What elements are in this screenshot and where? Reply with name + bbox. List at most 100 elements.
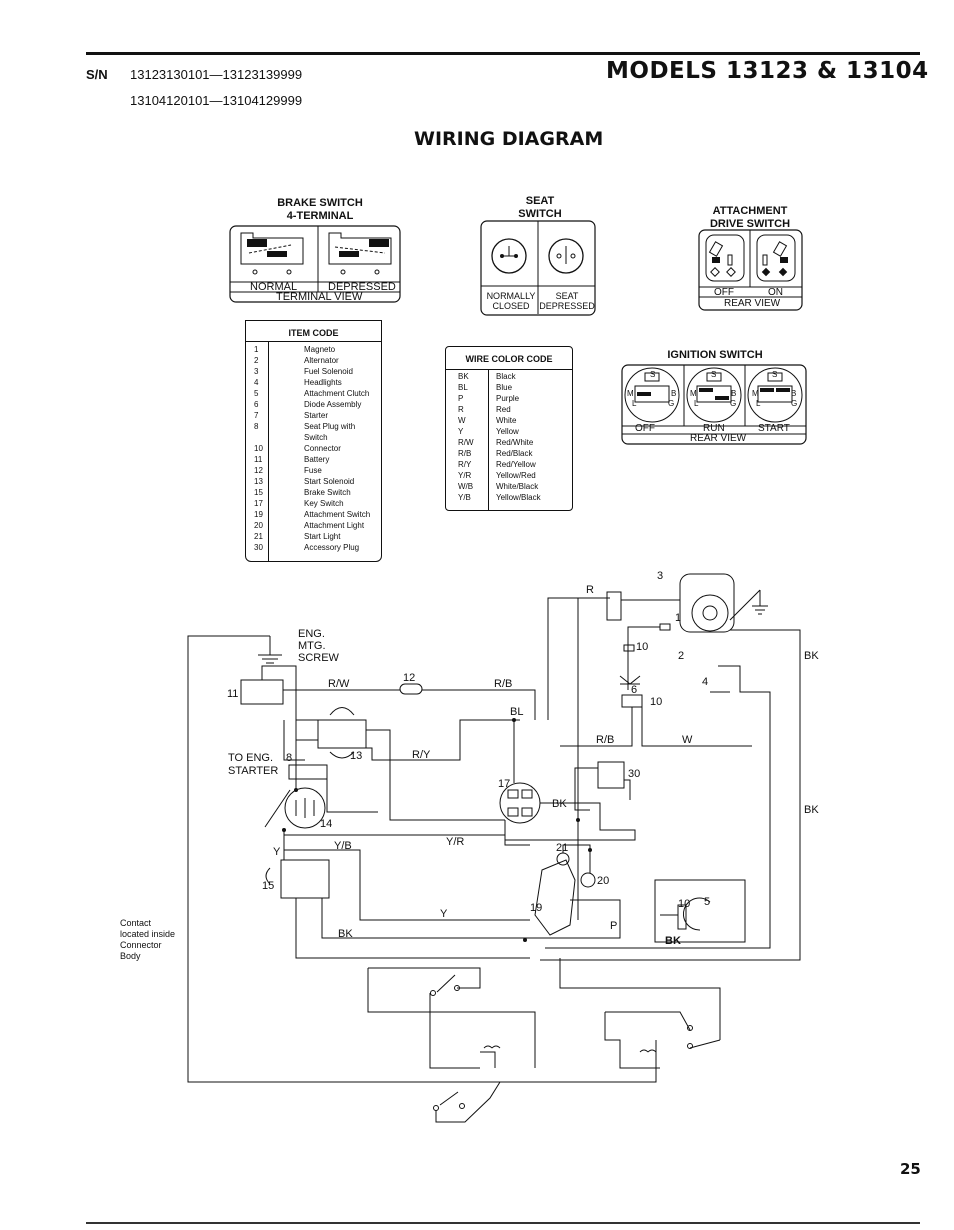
item-code-code: 3 — [254, 367, 259, 376]
ign-l-3: L — [756, 399, 761, 408]
seat-switch-symbol — [480, 220, 596, 316]
item-code-row: 12 Fuse — [250, 465, 381, 476]
ign-s-1: S — [650, 370, 656, 379]
item-code-code: 6 — [254, 400, 259, 409]
wire-color-name: Red/White — [496, 438, 534, 447]
wire-bk-bottom: BK — [338, 928, 353, 940]
ign-b-3: B — [791, 389, 797, 398]
item-10c: 10 — [678, 898, 691, 910]
item-code-name: Fuse — [304, 466, 322, 475]
item-code-code: 10 — [254, 444, 263, 453]
models-title: MODELS 13123 & 13104 — [606, 58, 929, 84]
brake-switch-symbol — [229, 225, 401, 303]
wire-r: R — [586, 584, 594, 596]
item-code-code: 4 — [254, 378, 259, 387]
item-3: 3 — [657, 570, 664, 582]
wire-color-code: W/B — [458, 482, 474, 491]
ignition-switch-symbol — [621, 364, 807, 445]
item-2: 2 — [678, 650, 685, 662]
wire-yr: Y/R — [446, 836, 465, 848]
ign-g-2: G — [730, 399, 737, 408]
item-code-name: Fuel Solenoid — [304, 367, 353, 376]
item-14: 14 — [320, 818, 333, 830]
wire-color-row: BL Blue — [454, 382, 545, 393]
ign-l-1: L — [632, 399, 637, 408]
wire-color-code: BL — [458, 383, 468, 392]
wire-p: P — [610, 920, 618, 932]
wire-rb-top: R/B — [494, 678, 513, 690]
wire-color-code: Y/B — [458, 493, 471, 502]
ign-run-label: RUN — [703, 423, 725, 434]
attachment-off-label: OFF — [714, 287, 734, 298]
wire-rw: R/W — [328, 678, 350, 690]
wire-color-name: Purple — [496, 394, 520, 403]
attachment-on-label: ON — [768, 287, 783, 298]
ign-g-1: G — [668, 399, 675, 408]
brake-depressed-label: DEPRESSED — [328, 281, 396, 293]
wire-color-name: Red/Black — [496, 449, 533, 458]
ign-off-label: OFF — [635, 423, 655, 434]
item-code-name: Attachment Switch — [304, 510, 371, 519]
item-30: 30 — [628, 768, 641, 780]
item-code-code: 7 — [254, 411, 259, 420]
wire-color-name: Yellow — [496, 427, 519, 436]
wire-color-name: Black — [496, 372, 516, 381]
wire-y-left: Y — [273, 846, 281, 858]
eng-mtg-label: ENG.MTG.SCREW — [298, 628, 339, 664]
wire-color-name: Red/Yellow — [496, 460, 536, 469]
item-code-name: Start Solenoid — [304, 477, 355, 486]
sn-range-1: 13123130101—13123139999 — [130, 67, 303, 82]
item-code-code: 11 — [254, 455, 263, 464]
item-code-title: ITEM CODE — [288, 328, 339, 338]
header-rule — [86, 52, 920, 55]
diagram-title: WIRING DIAGRAM — [414, 128, 604, 150]
item-10a: 10 — [636, 641, 649, 653]
item-code-name: Attachment Light — [304, 521, 365, 530]
wire-bk-clutch: BK — [665, 935, 681, 947]
wire-color-row: R/Y Red/Yellow — [454, 459, 545, 470]
wire-color-code: Y/R — [458, 471, 472, 480]
item-code-name: Accessory Plug — [304, 543, 360, 552]
item-code-name: Start Light — [304, 532, 341, 541]
wire-color-name: Blue — [496, 383, 513, 392]
item-code-name: Attachment Clutch — [304, 389, 370, 398]
item-19: 19 — [530, 902, 543, 914]
wire-w: W — [682, 734, 693, 746]
footer-rule — [86, 1222, 920, 1224]
item-code-row: 3 Fuel Solenoid — [250, 366, 381, 377]
sn-range-2: 13104120101—13104129999 — [130, 93, 303, 108]
ign-view-label: REAR VIEW — [690, 433, 747, 444]
item-code-code: 12 — [254, 466, 263, 475]
attachment-switch-symbol — [698, 229, 803, 311]
wire-color-title: WIRE COLOR CODE — [465, 354, 553, 364]
ign-s-3: S — [772, 370, 778, 379]
item-code-code: 5 — [254, 389, 259, 398]
ign-b-2: B — [731, 389, 737, 398]
item-1: 1 — [675, 612, 682, 624]
item-17: 17 — [498, 778, 511, 790]
wire-color-code: Y — [458, 427, 464, 436]
item-code-name: Seat Plug with Switch — [304, 422, 356, 442]
item-8: 8 — [286, 752, 293, 764]
item-15: 15 — [262, 880, 275, 892]
item-12: 12 — [403, 672, 416, 684]
sn-label: S/N — [86, 67, 108, 82]
wire-color-code: R/Y — [458, 460, 472, 469]
